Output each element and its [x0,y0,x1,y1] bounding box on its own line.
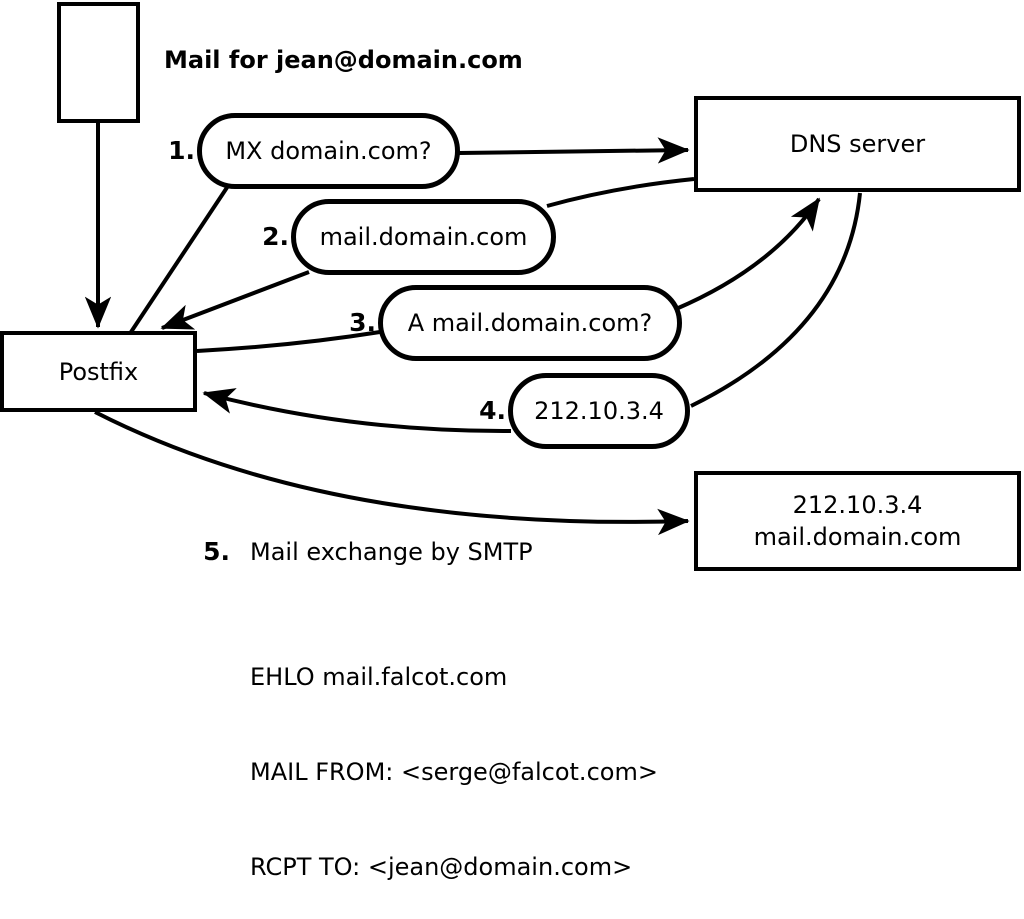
line-postfix-to-step3 [196,330,381,353]
smtp-line: MAIL FROM: <serge@falcot.com> [250,757,658,786]
mail-server-host: mail.domain.com [753,523,962,551]
arrow-step3-to-dns [675,197,821,311]
line-postfix-to-step1 [129,184,230,334]
smtp-session: EHLO mail.falcot.com MAIL FROM: <serge@f… [250,598,658,919]
mail-message-shape [57,2,140,123]
mail-title: Mail for jean@domain.com [164,46,523,74]
step2-answer-pill: mail.domain.com [291,199,556,275]
smtp-line: EHLO mail.falcot.com [250,662,508,691]
line-dns-to-step4 [690,192,862,408]
step3-query-pill: A mail.domain.com? [378,285,682,361]
arrow-step1-to-dns [458,137,690,164]
step1-number: 1. [168,136,195,165]
step2-answer-label: mail.domain.com [319,223,528,251]
step4-answer-pill: 212.10.3.4 [508,373,690,449]
smtp-line: RCPT TO: <jean@domain.com> [250,853,633,882]
step4-answer-label: 212.10.3.4 [534,397,664,425]
step3-number: 3. [349,308,376,337]
mail-server-node: 212.10.3.4 mail.domain.com [694,471,1021,571]
step3-query-label: A mail.domain.com? [407,309,653,337]
line-dns-to-step2 [546,177,695,208]
mail-server-ip: 212.10.3.4 [792,491,923,519]
postfix-label: Postfix [58,357,139,386]
step1-query-label: MX domain.com? [225,137,432,165]
step5-number: 5. [203,537,230,566]
arrow-step2-to-postfix [160,270,310,330]
arrow-postfix-to-mailserver [94,410,690,536]
dns-server-node: DNS server [694,96,1021,192]
step5-label: Mail exchange by SMTP [250,538,533,566]
arrow-step4-to-postfix [202,388,512,434]
dns-server-label: DNS server [789,130,926,158]
step1-query-pill: MX domain.com? [197,113,460,189]
step2-number: 2. [262,222,289,251]
step4-number: 4. [479,396,506,425]
postfix-node: Postfix [0,331,197,412]
